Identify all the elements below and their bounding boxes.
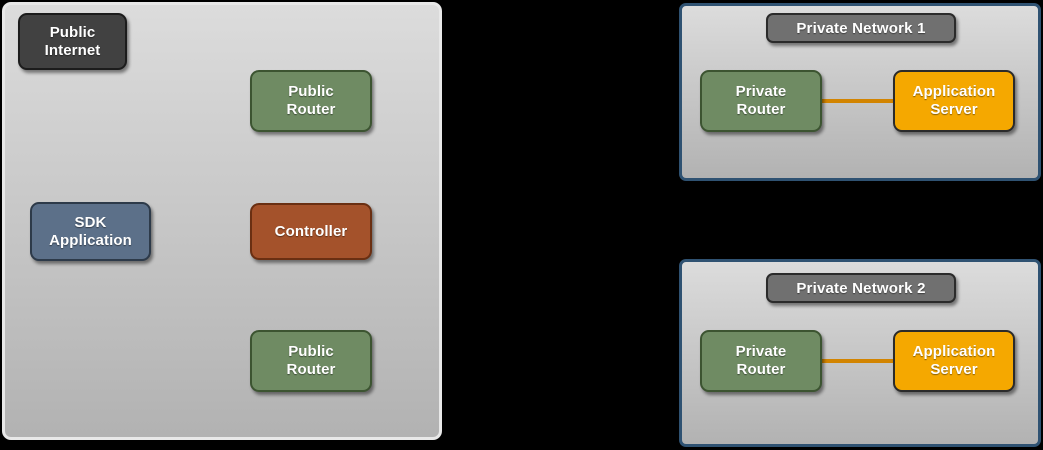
node-public-router-bottom-label-line2: Router	[286, 361, 336, 378]
private-network-2-router[interactable]: Private Router	[700, 330, 822, 392]
node-public-internet-label-line2: Internet	[44, 41, 101, 59]
private-network-2-router-label-line1: Private	[735, 343, 787, 361]
private-network-1-link	[812, 99, 904, 103]
node-public-router-top[interactable]: Public Router	[250, 70, 372, 132]
node-sdk-application-label-line2: Application	[49, 231, 132, 249]
node-controller[interactable]: Controller	[250, 203, 372, 260]
private-network-2-server[interactable]: Application Server	[893, 330, 1015, 392]
private-network-2-badge: Private Network 2	[766, 273, 956, 303]
private-network-1-badge: Private Network 1	[766, 13, 956, 43]
node-public-router-bottom[interactable]: Public Router	[250, 330, 372, 392]
node-public-internet-label-line1: Public	[49, 23, 96, 41]
node-public-internet[interactable]: Public Internet	[18, 13, 127, 70]
private-network-2-server-label-line1: Application	[912, 343, 996, 361]
private-network-1-router-label-line1: Private	[735, 83, 787, 101]
private-network-1-router[interactable]: Private Router	[700, 70, 822, 132]
private-network-1-server-label-line1: Application	[912, 83, 996, 101]
private-network-1-router-label-line2: Router	[736, 101, 786, 118]
private-network-1-server-label-line2: Server	[930, 101, 978, 118]
private-network-1-badge-label: Private Network 1	[796, 19, 926, 37]
private-network-2-router-label-line2: Router	[736, 361, 786, 378]
node-sdk-application[interactable]: SDK Application	[30, 202, 151, 261]
node-public-router-top-label-line1: Public	[288, 83, 334, 101]
node-public-router-top-label-line2: Router	[286, 101, 336, 118]
private-network-2-server-label-line2: Server	[930, 361, 978, 378]
private-network-2-badge-label: Private Network 2	[796, 279, 926, 297]
private-network-1-server[interactable]: Application Server	[893, 70, 1015, 132]
node-public-router-bottom-label-line1: Public	[288, 343, 334, 361]
private-network-2-link	[812, 359, 904, 363]
node-controller-label: Controller	[274, 222, 348, 240]
node-sdk-application-label-line1: SDK	[74, 213, 107, 231]
